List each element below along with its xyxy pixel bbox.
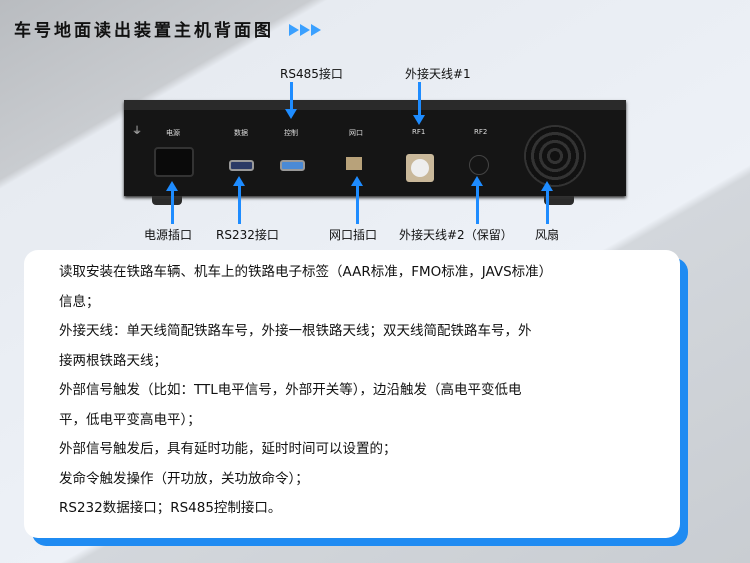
device-foot [152,193,182,205]
title-text: 车号地面读出装置主机背面图 [14,21,274,41]
rf1-connector [406,154,434,182]
description-line: 外部信号触发（比如：TTL电平信号，外部开关等），边沿触发（高电平变低电 [59,382,522,398]
ethernet-port [346,157,362,170]
arrows-icon [288,21,322,41]
callout-rs485: RS485接口 [280,67,343,81]
description-line: 读取安装在铁路车辆、机车上的铁路电子标签（AAR标准，FMO标准，JAVS标准） [59,264,553,280]
fan-icon [524,125,586,187]
panel-label-rf2: RF2 [474,128,488,136]
panel-label-control: 控制 [284,129,298,137]
rs232-port [229,160,254,171]
rf2-placeholder [469,155,489,175]
device-foot [544,193,574,205]
description-line: 外部信号触发后，具有延时功能，延时时间可以设置的； [59,441,397,457]
panel-label-data: 数据 [234,129,248,137]
rs485-port [280,160,305,171]
callout-antenna-2: 外接天线#2（保留） [399,228,513,242]
callout-rs232: RS232接口 [216,228,279,242]
arrow-icon [351,176,363,224]
description-line: 接两根铁路天线； [59,352,167,369]
panel-label-power: 电源 [166,129,180,137]
arrow-icon [285,82,297,119]
arrow-icon [166,181,178,224]
arrow-icon [233,176,245,224]
panel-label-network: 网口 [349,129,363,137]
power-socket [154,147,194,177]
panel-label-rf1: RF1 [412,128,426,136]
callout-fan: 风扇 [535,228,560,242]
arrow-icon [413,82,425,125]
device-rear-panel: ⏚ 电源 数据 控制 网口 RF1 RF2 [124,100,626,196]
description-card: 读取安装在铁路车辆、机车上的铁路电子标签（AAR标准，FMO标准，JAVS标准）… [24,250,680,538]
description-line: 外接天线：单天线简配铁路车号，外接一根铁路天线；双天线简配铁路车号，外 [59,323,532,339]
description-line: 平，低电平变高电平）； [59,411,201,428]
ground-icon: ⏚ [132,126,142,137]
description-line: 信息； [59,293,100,310]
callout-power: 电源插口 [144,228,193,242]
callout-network: 网口插口 [329,228,378,242]
arrow-icon [541,181,553,224]
description-line: RS232数据接口；RS485控制接口。 [59,500,282,516]
description-line: 发命令触发操作（开功放，关功放命令）； [59,470,309,487]
callout-antenna-1: 外接天线#1 [405,67,471,81]
page-title: 车号地面读出装置主机背面图 [14,16,322,41]
arrow-icon [471,176,483,224]
